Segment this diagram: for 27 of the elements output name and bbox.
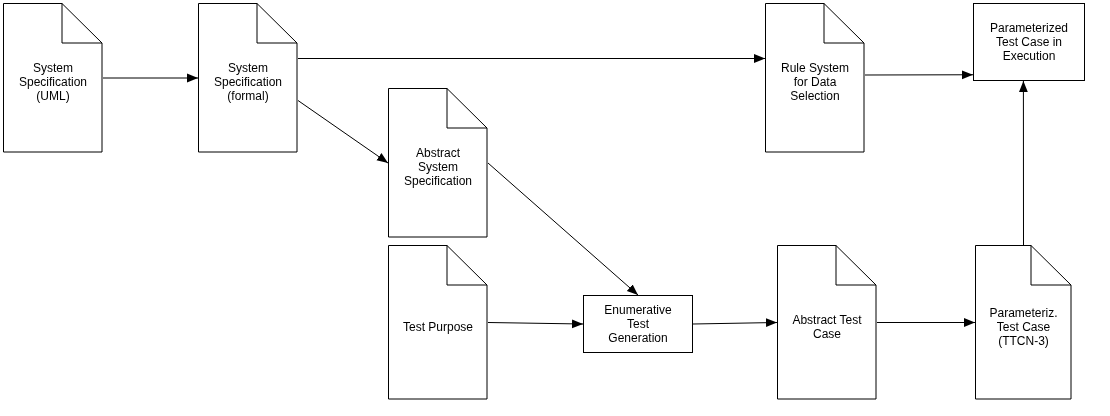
arrow xyxy=(297,54,766,63)
arrow xyxy=(692,318,778,328)
arrow xyxy=(487,319,584,329)
document-shape xyxy=(388,245,488,400)
document-shape xyxy=(975,245,1072,400)
document-shape xyxy=(3,3,103,153)
document-shape xyxy=(198,3,298,153)
node-label: Abstract Test Case xyxy=(792,312,862,341)
arrow xyxy=(876,318,976,327)
node-label: Parameterized Test Case in Execution xyxy=(989,21,1069,63)
node-label: System Specification (UML) xyxy=(17,61,88,103)
node-label: System Specification (formal) xyxy=(212,61,283,103)
node-label: Test Purpose xyxy=(401,319,474,334)
node-label: Parameteriz. Test Case (TTCN-3) xyxy=(988,305,1059,348)
arrow xyxy=(297,100,389,164)
arrow xyxy=(102,73,199,83)
document-shape xyxy=(777,245,877,400)
document-shape xyxy=(765,3,865,153)
arrow xyxy=(487,162,639,296)
node-label: Enumerative Test Generation xyxy=(603,303,673,345)
node-label: Rule System for Data Selection xyxy=(780,61,850,103)
arrow xyxy=(1019,80,1028,246)
process-box xyxy=(583,295,693,353)
node-label: Abstract System Specification xyxy=(402,146,473,188)
document-shape xyxy=(388,88,488,238)
process-box xyxy=(973,3,1085,81)
arrow xyxy=(864,70,974,80)
